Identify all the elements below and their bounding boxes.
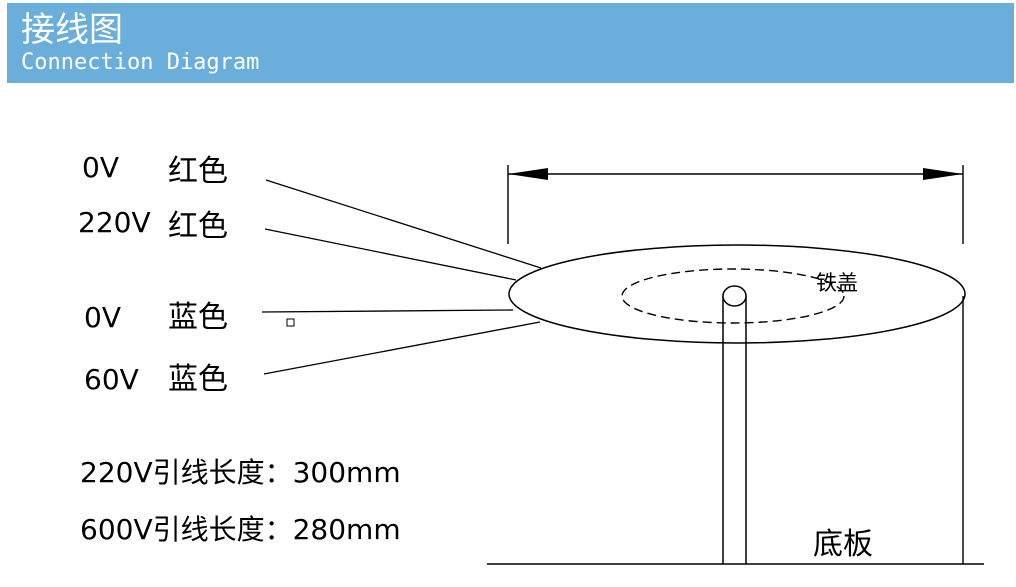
arrowhead-right [923, 168, 963, 180]
wire-label-group: 0V 红色 220V 红色 0V 蓝色 60V 蓝色 [78, 151, 228, 397]
lead-wires [261, 179, 542, 375]
wire-voltage-label: 0V [84, 301, 121, 334]
center-post [722, 285, 747, 564]
wire-color-label: 蓝色 [168, 300, 228, 335]
wire-color-label: 红色 [168, 209, 228, 244]
base-plate-label: 底板 [813, 527, 873, 562]
arrowhead-left [508, 168, 548, 180]
header-banner: 接线图 Connection Diagram [7, 3, 1014, 83]
wire-color-label: 红色 [168, 154, 228, 189]
wire-color-label: 蓝色 [168, 362, 228, 397]
dimension-arrow [507, 165, 964, 244]
lead-length-text: 600V引线长度：280mm [80, 513, 401, 546]
lead-length-text: 220V引线长度：300mm [80, 456, 401, 489]
lead-wire [261, 309, 514, 313]
inner-ellipse [621, 268, 845, 324]
iron-cover-label: 铁盖 [816, 271, 858, 295]
lead-wire [265, 179, 542, 269]
wire-voltage-label: 220V [78, 206, 151, 239]
wire-voltage-label: 0V [82, 151, 119, 184]
small-square-mark [286, 318, 295, 327]
outer-ellipse [508, 244, 966, 344]
iron-cover [508, 244, 966, 344]
page-subtitle: Connection Diagram [21, 50, 260, 75]
post-top [722, 285, 747, 307]
lead-wire [264, 228, 517, 281]
wire-voltage-label: 60V [84, 363, 139, 396]
lead-wire [263, 321, 541, 375]
page-title: 接线图 [21, 10, 123, 50]
